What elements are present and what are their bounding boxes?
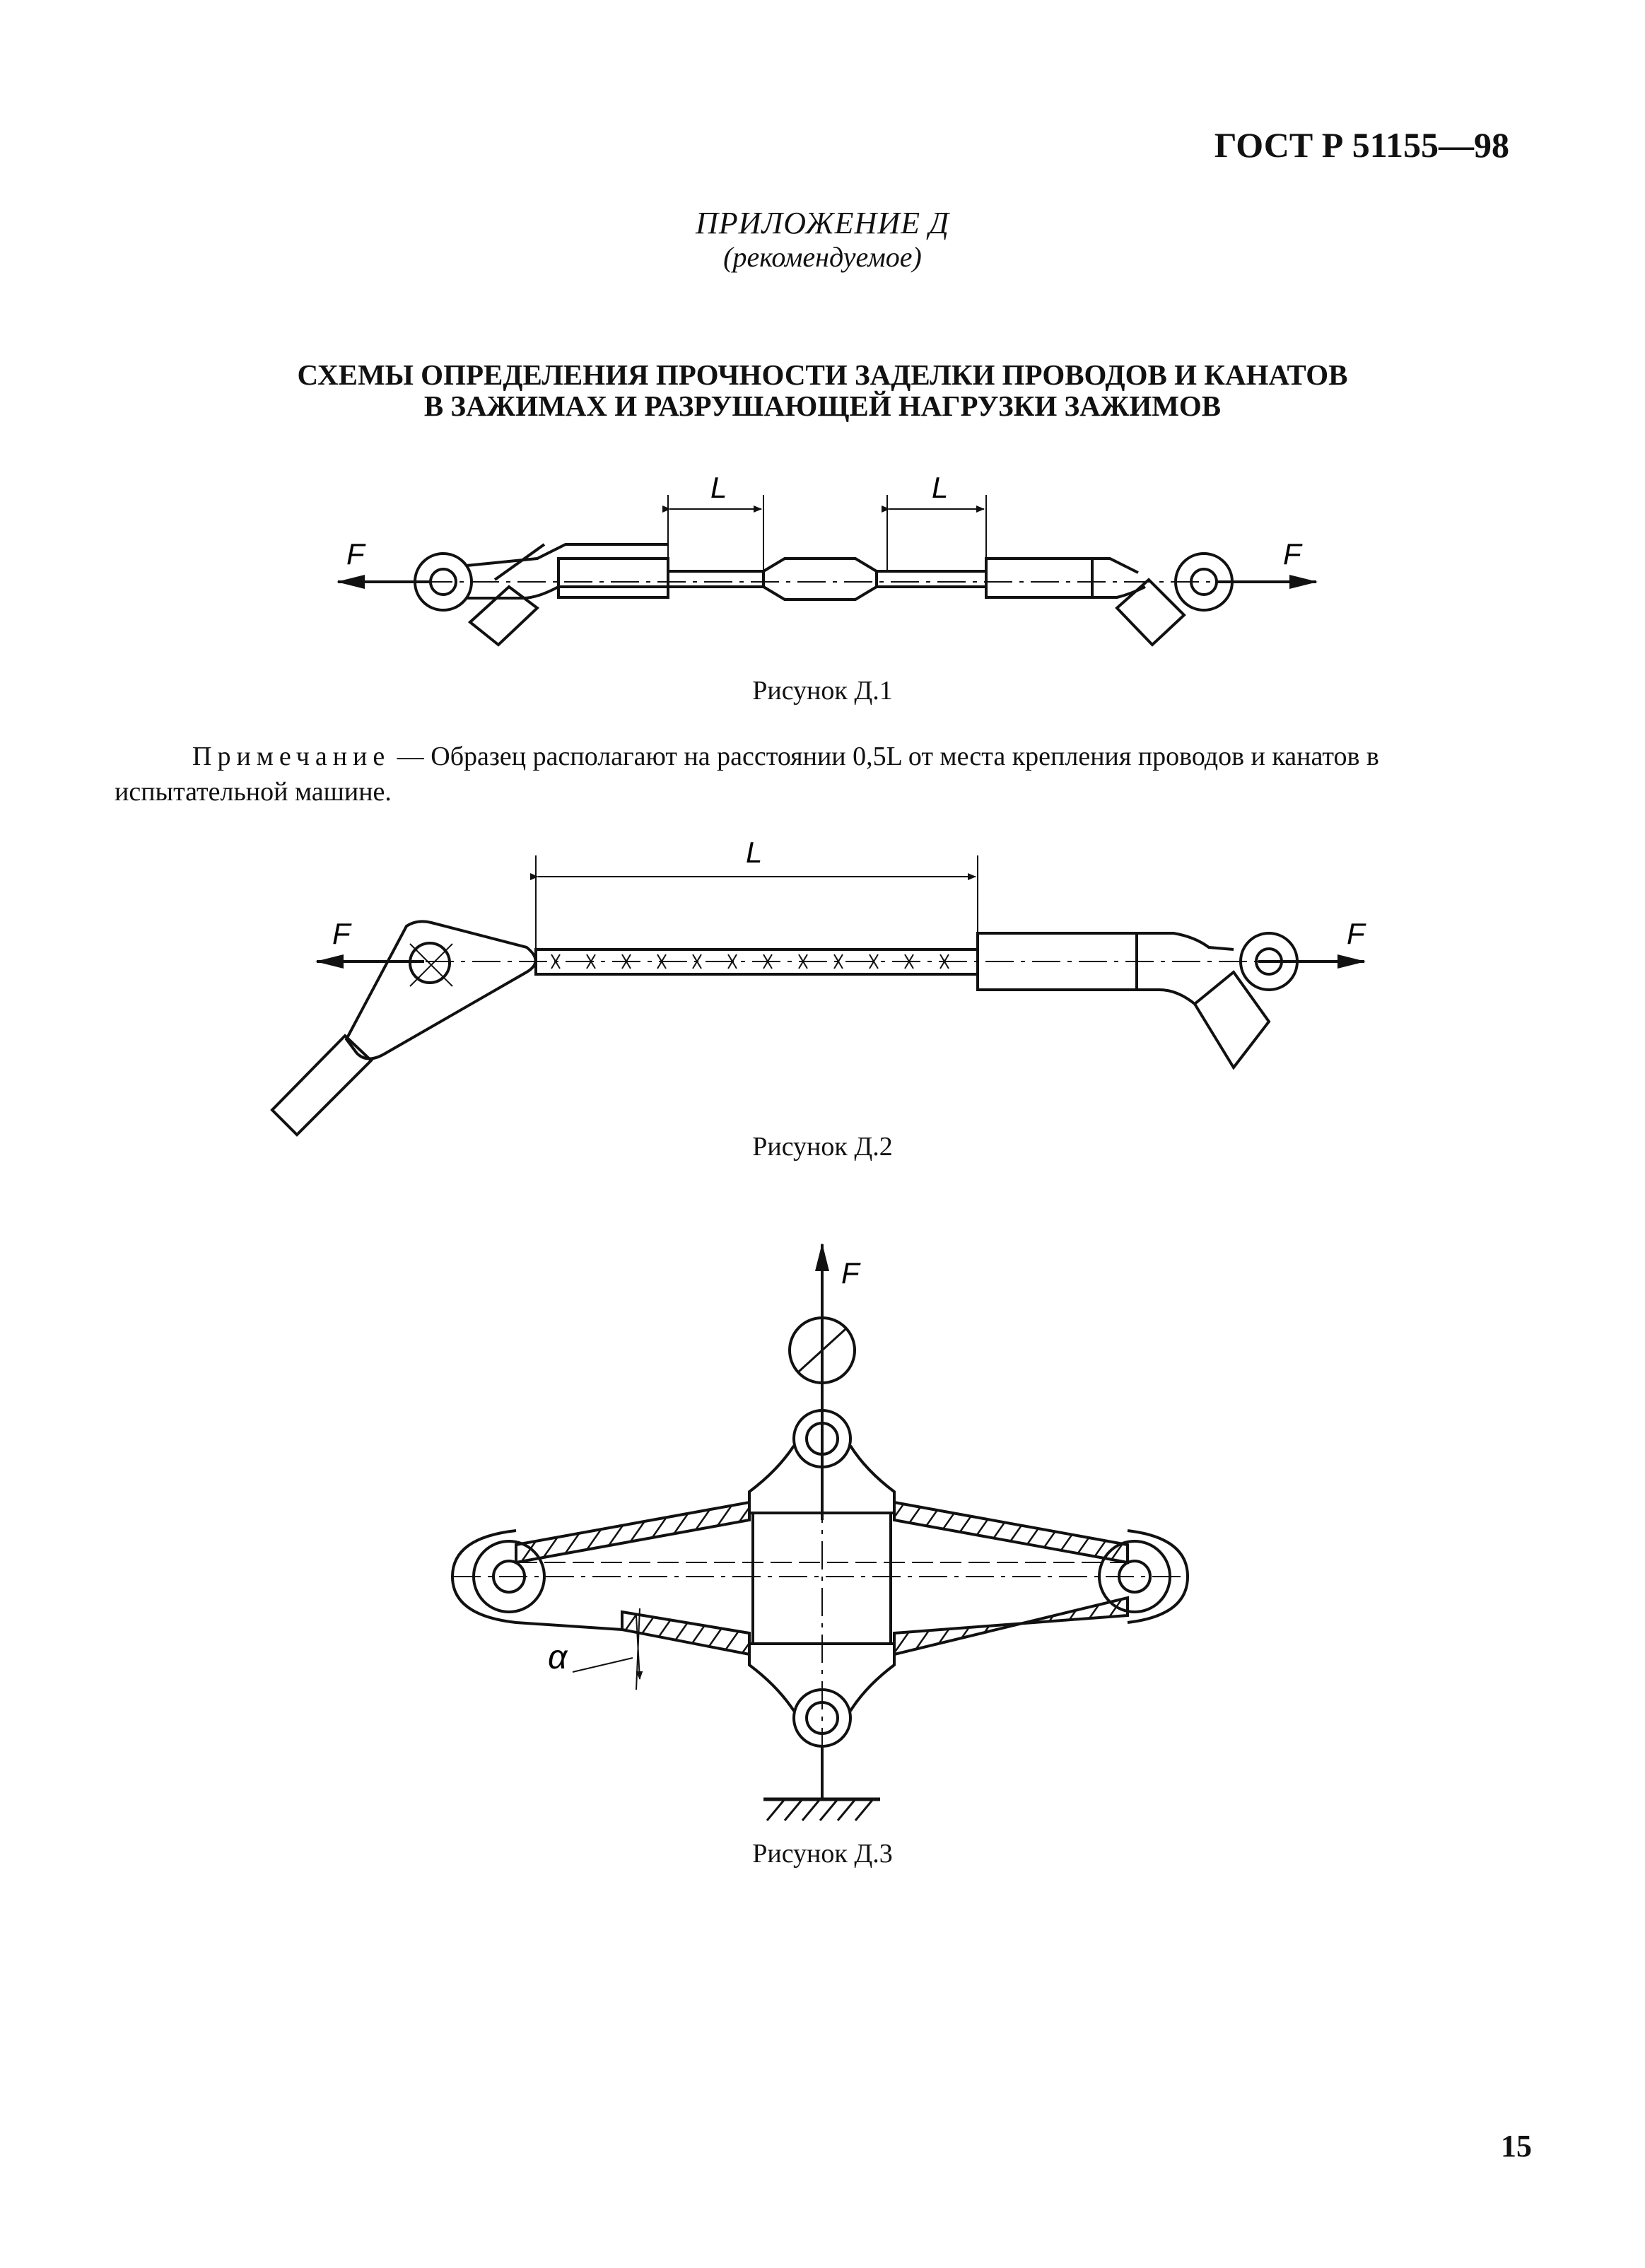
- figure-d2-force-label-left: F: [332, 917, 352, 950]
- figure-d2-force-label-right: F: [1347, 917, 1366, 950]
- d2-left-tail: [270, 1034, 373, 1137]
- section-heading-line-1: СХЕМЫ ОПРЕДЕЛЕНИЯ ПРОЧНОСТИ ЗАДЕЛКИ ПРОВ…: [297, 358, 1348, 391]
- d3-lower-strip: [621, 1610, 751, 1656]
- note-label: Примечание: [192, 742, 391, 771]
- appendix-subtitle: (рекомендуемое): [723, 241, 922, 273]
- section-heading-line-2: В ЗАЖИМАХ И РАЗРУШАЮЩЕЙ НАГРУЗКИ ЗАЖИМОВ: [423, 390, 1222, 422]
- figure-d1-diagram: F F L L: [336, 471, 1318, 647]
- figure-d1-caption: Рисунок Д.1: [752, 676, 893, 706]
- figure-d1-length-label-right: L: [932, 471, 948, 504]
- note-text: — Образец располагают на расстоянии 0,5L…: [115, 742, 1379, 807]
- figure-d3-caption: Рисунок Д.3: [752, 1839, 893, 1869]
- figure-d3-diagram: F α: [450, 1243, 1190, 1821]
- note-paragraph: Примечание — Образец располагают на расс…: [115, 739, 1535, 809]
- figure-d2-length-label: L: [746, 836, 762, 869]
- d3-upper-strip: [515, 1500, 751, 1565]
- figure-d2-caption: Рисунок Д.2: [752, 1132, 893, 1162]
- page-number: 15: [1501, 2129, 1532, 2163]
- figure-d1-force-label-left: F: [346, 537, 366, 571]
- d2-right-tail: [1193, 970, 1271, 1070]
- figure-d3-force-label: F: [841, 1256, 861, 1290]
- standard-number: ГОСТ Р 51155—98: [1214, 125, 1509, 165]
- figure-d1-length-label-left: L: [710, 471, 727, 504]
- right-clamp-tail: [1115, 578, 1186, 647]
- figure-d3-angle-label: α: [548, 1639, 568, 1676]
- figure-d1-force-label-right: F: [1283, 537, 1303, 571]
- appendix-title: ПРИЛОЖЕНИЕ Д: [696, 206, 949, 240]
- figure-d2-diagram: F F L: [270, 836, 1366, 1137]
- left-clamp-tail: [467, 585, 540, 647]
